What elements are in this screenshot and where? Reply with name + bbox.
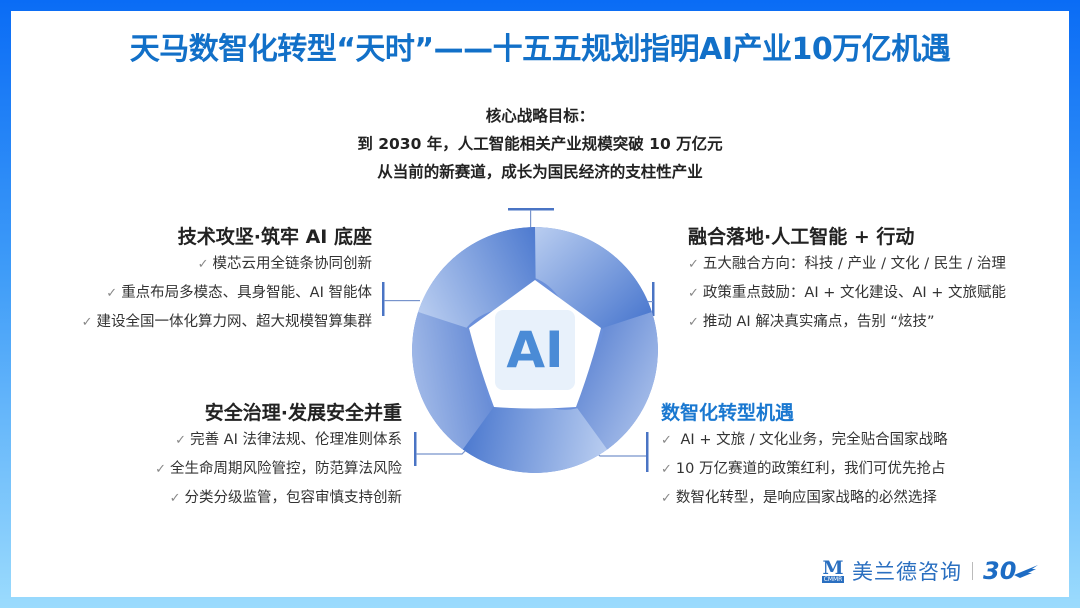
check-icon: ✓ (661, 491, 672, 506)
security-item: ✓分类分级监管，包容审慎支持创新 (169, 490, 402, 506)
goal-line-2: 从当前的新赛道，成长为国民经济的支柱性产业 (377, 163, 703, 181)
opportunity-item: ✓ AI + 文旅 / 文化业务，完全贴合国家战略 (661, 432, 948, 448)
security-item: ✓全生命周期风险管控，防范算法风险 (155, 461, 402, 477)
anniversary-badge: 30 (983, 557, 1017, 585)
check-icon: ✓ (688, 286, 699, 301)
logo-divider (972, 562, 973, 580)
tech-item: ✓建设全国一体化算力网、超大规模智算集群 (81, 314, 372, 330)
opportunity-item: ✓数智化转型，是响应国家战略的必然选择 (661, 490, 937, 506)
ai-badge-label: AI (506, 321, 564, 379)
security-item: ✓完善 AI 法律法规、伦理准则体系 (175, 432, 402, 448)
section-title-opportunity: 数智化转型机遇 (661, 402, 795, 424)
check-icon: ✓ (155, 462, 166, 477)
check-icon: ✓ (688, 257, 699, 272)
fusion-item: ✓政策重点鼓励：AI + 文化建设、AI + 文旅赋能 (688, 285, 1007, 301)
tech-item: ✓重点布局多模态、具身智能、AI 智能体 (106, 285, 372, 301)
wing-icon (1014, 565, 1039, 578)
section-title-security: 安全治理·发展安全并重 (204, 402, 402, 424)
company-logo: M CMMR 美兰德咨询 30 (820, 556, 1039, 586)
fusion-item: ✓推动 AI 解决真实痛点，告别 “炫技” (688, 314, 935, 330)
check-icon: ✓ (169, 491, 181, 506)
check-icon: ✓ (197, 257, 209, 272)
opportunity-item: ✓10 万亿赛道的政策红利，我们可优先抢占 (661, 461, 946, 477)
slide-title: 天马数智化转型“天时”——十五五规划指明AI产业10万亿机遇 (129, 32, 951, 67)
goal-heading: 核心战略目标： (485, 107, 595, 125)
section-title-fusion: 融合落地·人工智能 + 行动 (688, 226, 915, 248)
check-icon: ✓ (688, 315, 699, 330)
tech-item: ✓模芯云用全链条协同创新 (197, 256, 372, 272)
goal-line-1: 到 2030 年，人工智能相关产业规模突破 10 万亿元 (357, 135, 723, 153)
fusion-item: ✓五大融合方向：科技 / 产业 / 文化 / 民生 / 治理 (688, 256, 1006, 272)
check-icon: ✓ (106, 286, 118, 301)
check-icon: ✓ (661, 433, 672, 448)
check-icon: ✓ (661, 462, 672, 477)
check-icon: ✓ (175, 433, 187, 448)
cmmr-logo-icon: M CMMR (821, 556, 845, 583)
brand-name: 美兰德咨询 (852, 560, 962, 584)
section-title-tech: 技术攻坚·筑牢 AI 底座 (177, 226, 372, 248)
check-icon: ✓ (81, 315, 93, 330)
